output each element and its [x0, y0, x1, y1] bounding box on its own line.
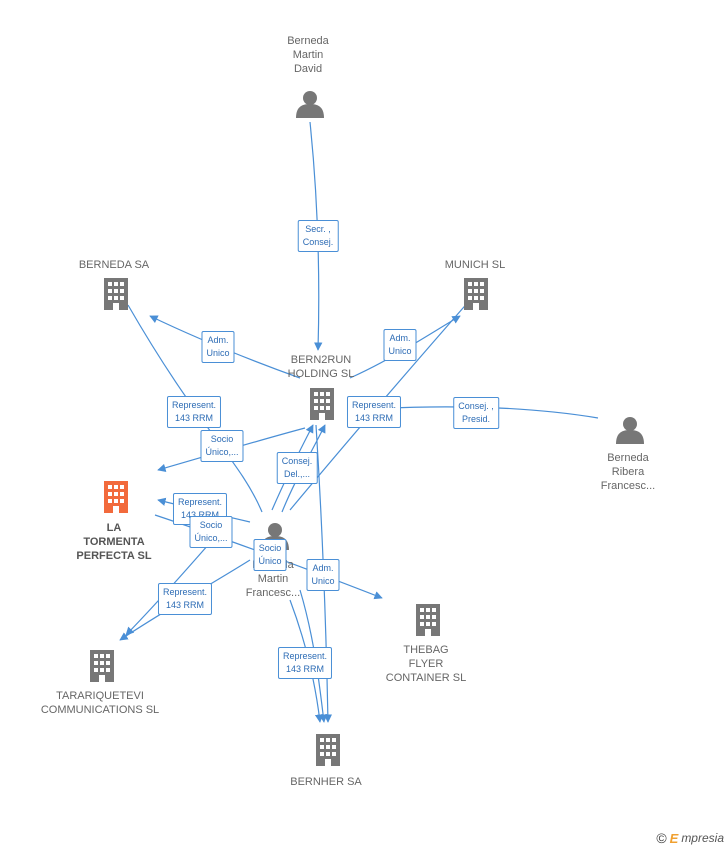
edge-label-adm-unico-berneda[interactable]: Adm. Unico [201, 331, 235, 363]
person-icon [296, 91, 324, 118]
edge-label-socio-unico-3[interactable]: Socio Único [253, 539, 287, 571]
building-icon [310, 388, 334, 420]
building-icon [104, 278, 128, 310]
node-label-berneda-martin-david[interactable]: Berneda Martin David [287, 35, 329, 75]
edge-label-represent-bernher[interactable]: Represent. 143 RRM [277, 647, 333, 679]
edge-label-secr-consej[interactable]: Secr. , Consej. [297, 220, 339, 252]
brand-name: mpresia [681, 831, 724, 845]
edge-label-represent-tarariquetevi[interactable]: Represent. 143 RRM [157, 583, 213, 615]
node-label-thebag[interactable]: THEBAG FLYER CONTAINER SL [385, 644, 467, 684]
building-icon [416, 604, 440, 636]
node-label-berneda-ribera[interactable]: Berneda Ribera Francesc... [600, 452, 656, 492]
node-label-munich-sl[interactable]: MUNICH SL [444, 259, 506, 271]
node-label-bernher[interactable]: BERNHER SA [290, 776, 362, 788]
edge-label-socio-unico-1[interactable]: Socio Único,... [200, 430, 244, 462]
person-icon [616, 417, 644, 444]
edge-label-socio-unico-2[interactable]: Socio Único,... [189, 516, 233, 548]
building-icon [316, 734, 340, 766]
edge-label-consej-del[interactable]: Consej. Del.,... [276, 452, 318, 484]
copyright-icon: © [656, 830, 667, 846]
building-icon [90, 650, 114, 682]
building-icon-highlight [104, 481, 128, 513]
edge-label-represent-bern2run[interactable]: Represent. 143 RRM [346, 396, 402, 428]
node-label-la-tormenta[interactable]: LA TORMENTA PERFECTA SL [76, 522, 152, 562]
node-label-berneda-sa[interactable]: BERNEDA SA [78, 259, 150, 271]
edge-label-represent-berneda[interactable]: Represent. 143 RRM [166, 396, 222, 428]
edge-label-consej-presid[interactable]: Consej. , Presid. [453, 397, 499, 429]
node-label-tarariquetevi[interactable]: TARARIQUETEVI COMMUNICATIONS SL [40, 690, 160, 716]
edge-label-adm-unico-bernher[interactable]: Adm. Unico [306, 559, 340, 591]
brand-logo-letter: E [669, 830, 679, 846]
node-label-bern2run[interactable]: BERN2RUN HOLDING SL [287, 354, 355, 380]
building-icon [464, 278, 488, 310]
edge-label-adm-unico-munich[interactable]: Adm. Unico [383, 329, 417, 361]
